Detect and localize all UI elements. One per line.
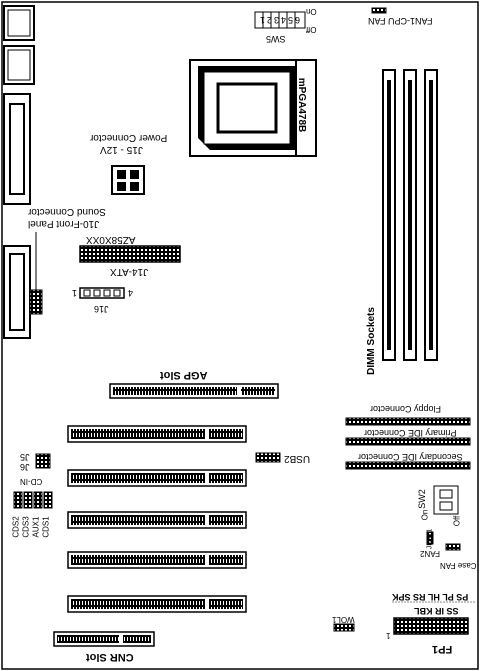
j16-label: J16 (94, 304, 109, 314)
sw5-on-label: On (306, 7, 317, 16)
secondary-ide-connector (345, 461, 471, 470)
sw5-off-label: Off (306, 25, 317, 34)
j16-pin4-label: 4 (128, 288, 134, 298)
floppy-connector (345, 417, 471, 426)
case-fan-label: Case FAN (440, 561, 477, 570)
sw2-off-label: Off (452, 515, 462, 527)
primary-ide-connector (345, 437, 471, 446)
fan2-label: FAN2 (420, 549, 441, 558)
wol1-header (333, 623, 355, 632)
agp-slot-label: AGP Slot (160, 369, 208, 381)
j10-label-line1: J10-Front Panel (28, 218, 100, 229)
j15-label-line1: J15 - 12V (100, 144, 143, 155)
fan1-header (371, 7, 387, 14)
fp1-label: FP1 (432, 643, 453, 655)
j5-j6-headers (35, 453, 51, 469)
az-chip-label: AZ58X0XX (86, 234, 136, 245)
io-connectors (3, 5, 35, 339)
cnr-slot-label: CNR Slot (86, 651, 134, 663)
sw5-numbers: 654321 (258, 15, 301, 25)
sw2-label: SW2 (416, 489, 427, 509)
cpu-socket-label: mPGA478B (296, 77, 308, 133)
cd-in-label: CD-IN (20, 477, 43, 486)
primary-ide-label: Primary IDE Connector (364, 428, 457, 438)
cd-in-headers (13, 491, 53, 509)
fp1-top-label: PS PL HL RS SPK (392, 592, 469, 602)
cds1-label: CDS1 (41, 516, 51, 538)
sw2-switch (433, 485, 459, 515)
usb2-label: USB2 (284, 453, 311, 464)
dimm-sockets-label: DIMM Sockets (365, 307, 377, 375)
agp-slot (109, 383, 279, 399)
fp1-mid-label: SS IR KBL (414, 606, 459, 616)
jbat1-jumper (426, 531, 434, 545)
j16-connector (79, 287, 125, 299)
j10-label-line2: Sound Connector (28, 206, 106, 217)
fp1-header (392, 601, 476, 635)
sw5-label: SW5 (266, 34, 286, 44)
j5-label: J5 (20, 452, 30, 462)
j14-label: J14-ATX (110, 266, 149, 277)
j10-connector (29, 232, 43, 315)
j16-pin1-label: 1 (72, 288, 78, 298)
cpu-socket (189, 59, 317, 157)
j14-atx-connector (79, 245, 181, 263)
cds2-label: CDS2 (11, 516, 21, 538)
pci-slots (67, 425, 247, 613)
aux1-label: AUX1 (31, 516, 41, 538)
sw2-on-label: On (420, 509, 430, 521)
j15-label-line2: Power Connector (90, 132, 168, 143)
usb2-header (255, 452, 281, 463)
cnr-slot (53, 631, 155, 647)
j15-power-connector (111, 165, 145, 195)
fan1-cpu-label: FAN1-CPU FAN (368, 16, 433, 26)
floppy-connector-label: Floppy Connector (370, 404, 442, 414)
sw5-dip-switch (254, 11, 306, 29)
secondary-ide-label: Secondary IDE Connector (358, 452, 463, 462)
jbat1-label: JBAT1 (426, 528, 434, 550)
cds3-label: CDS3 (21, 516, 31, 538)
dimm-sockets (382, 69, 438, 361)
fan2-header (445, 543, 461, 551)
wol1-label: WOL1 (332, 615, 355, 624)
j6-label: J6 (20, 462, 30, 472)
fp1-pin-one: 1 (386, 631, 391, 640)
